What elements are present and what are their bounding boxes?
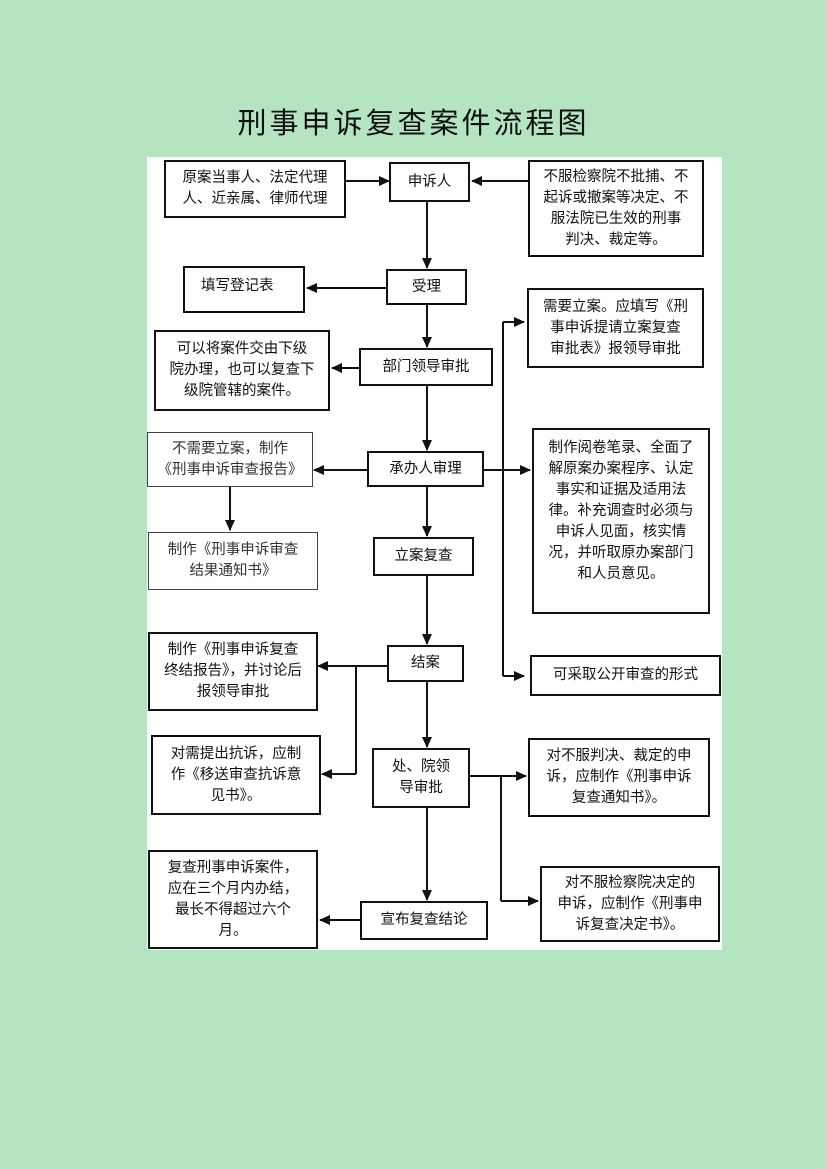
node-review-method: 制作阅卷笔录、全面了 解原案办案程序、认定 事实和证据及适用法 律。补充调查时必… <box>532 428 710 614</box>
node-dept-approval: 部门领导审批 <box>359 348 493 386</box>
node-need-filing-text: 需要立案。应填写《刑 事申诉提请立案复查 审批表》报领导审批 <box>543 298 688 357</box>
node-filing-review-text: 立案复查 <box>394 548 453 564</box>
node-petitioner-text: 申诉人 <box>407 173 452 190</box>
node-procuratorate-decision: 对不服检察院决定的 申诉，应制作《刑事申 诉复查决定书》。 <box>540 866 720 942</box>
node-announce: 宣布复查结论 <box>360 901 488 940</box>
node-handler-review-text: 承办人审理 <box>389 460 462 477</box>
node-announce-text: 宣布复查结论 <box>380 912 468 928</box>
node-protest-note-text: 对需提出抗诉，应制 作《移送审查抗诉意 见书》。 <box>170 745 302 804</box>
node-public-review: 可采取公开审查的形式 <box>530 655 721 696</box>
node-final-report: 制作《刑事申诉复查 终结报告》，并讨论后 报领导审批 <box>148 632 318 711</box>
node-final-report-text: 制作《刑事申诉复查 终结报告》，并讨论后 报领导审批 <box>164 642 302 700</box>
node-filing-review: 立案复查 <box>373 537 474 576</box>
node-protest-note: 对需提出抗诉，应制 作《移送审查抗诉意 见书》。 <box>151 735 321 815</box>
node-sources-left: 原案当事人、法定代理 人、近亲属、律师代理 <box>164 160 346 218</box>
node-chief-approval: 处、院领 导审批 <box>372 748 470 808</box>
page-title: 刑事申诉复查案件流程图 <box>237 106 590 140</box>
node-accept-text: 受理 <box>412 278 441 295</box>
node-no-filing-text: 不需要立案，制作 《刑事申诉审查报告》 <box>157 440 303 478</box>
node-sources-right-text: 不服检察院不批捕、不 起诉或撤案等决定、不 服法院已生效的刑事 判决、裁定等。 <box>543 168 689 248</box>
node-register-form: 填写登记表 <box>183 266 305 313</box>
node-time-limit-text: 复查刑事申诉案件， 应在三个月内办结， 最长不得超过六个 月。 <box>167 859 299 939</box>
node-review-method-text: 制作阅卷笔录、全面了 解原案办案程序、认定 事实和证据及适用法 律。补充调查时必… <box>548 440 694 582</box>
node-close-case: 结案 <box>387 645 464 682</box>
node-review-result-notice: 制作《刑事申诉审查 结果通知书》 <box>148 532 318 590</box>
node-court-notice-text: 对不服判决、裁定的申 诉，应制作《刑事申诉 复查通知书》。 <box>546 748 692 806</box>
node-need-filing: 需要立案。应填写《刑 事申诉提请立案复查 审批表》报领导审批 <box>527 288 704 368</box>
node-close-case-text: 结案 <box>411 655 440 671</box>
node-court-notice: 对不服判决、裁定的申 诉，应制作《刑事申诉 复查通知书》。 <box>528 738 710 817</box>
node-dept-approval-text: 部门领导审批 <box>382 358 470 375</box>
node-register-form-text: 填写登记表 <box>201 278 274 294</box>
node-sources-left-text: 原案当事人、法定代理 人、近亲属、律师代理 <box>182 170 328 207</box>
node-review-result-notice-text: 制作《刑事申诉审查 结果通知书》 <box>167 542 299 579</box>
node-procuratorate-decision-text: 对不服检察院决定的 申诉，应制作《刑事申 诉复查决定书》。 <box>557 874 703 933</box>
node-delegate-note-text: 可以将案件交由下级 院办理，也可以复查下 级院管辖的案件。 <box>169 341 315 399</box>
node-sources-right: 不服检察院不批捕、不 起诉或撤案等决定、不 服法院已生效的刑事 判决、裁定等。 <box>528 160 704 257</box>
node-time-limit: 复查刑事申诉案件， 应在三个月内办结， 最长不得超过六个 月。 <box>148 850 318 949</box>
node-chief-approval-text: 处、院领 导审批 <box>392 759 450 796</box>
node-accept: 受理 <box>386 269 467 305</box>
node-petitioner: 申诉人 <box>389 162 470 202</box>
node-handler-review: 承办人审理 <box>367 451 484 487</box>
node-no-filing: 不需要立案，制作 《刑事申诉审查报告》 <box>147 432 313 487</box>
node-delegate-note: 可以将案件交由下级 院办理，也可以复查下 级院管辖的案件。 <box>154 330 330 411</box>
node-public-review-text: 可采取公开审查的形式 <box>553 667 698 683</box>
